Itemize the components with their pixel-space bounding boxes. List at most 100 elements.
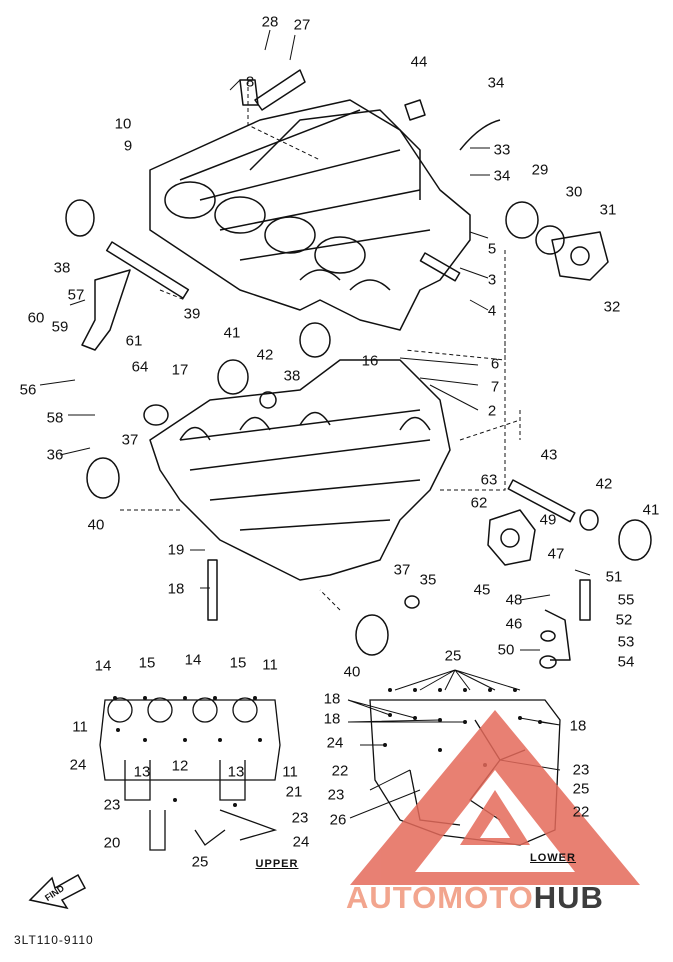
part-label: 16 bbox=[361, 352, 379, 370]
watermark-brand-part2: HUB bbox=[533, 880, 604, 915]
part-label: 36 bbox=[46, 446, 64, 464]
upper-caption: UPPER bbox=[255, 858, 299, 870]
part-label: 58 bbox=[46, 409, 64, 427]
part-label: 21 bbox=[285, 783, 303, 801]
part-label: 57 bbox=[67, 286, 85, 304]
part-label: 55 bbox=[617, 591, 635, 609]
part-label: 25 bbox=[191, 853, 209, 871]
part-label: 60 bbox=[27, 309, 45, 327]
part-label: 7 bbox=[490, 378, 500, 396]
lower-caption: LOWER bbox=[530, 852, 576, 864]
part-label: 14 bbox=[94, 657, 112, 675]
part-label: 13 bbox=[133, 763, 151, 781]
part-label: 30 bbox=[565, 183, 583, 201]
part-label: 11 bbox=[72, 718, 88, 736]
part-label: 27 bbox=[293, 16, 311, 34]
lower-bolt-dots bbox=[383, 688, 542, 767]
part-label: 22 bbox=[331, 762, 349, 780]
part-label: 44 bbox=[410, 53, 428, 71]
part-label: 9 bbox=[123, 137, 133, 155]
part-label: 38 bbox=[53, 259, 71, 277]
part-label: 11 bbox=[262, 656, 278, 674]
find-arrow-icon bbox=[28, 873, 87, 910]
part-label: 41 bbox=[223, 324, 241, 342]
part-label: 23 bbox=[327, 786, 345, 804]
part-label: 15 bbox=[138, 654, 156, 672]
part-label: 33 bbox=[493, 141, 511, 159]
part-label: 18 bbox=[167, 580, 185, 598]
part-label: 29 bbox=[531, 161, 549, 179]
part-label: 13 bbox=[227, 763, 245, 781]
upper-bolt-pattern bbox=[99, 697, 281, 851]
part-label: 45 bbox=[473, 581, 491, 599]
part-label: 40 bbox=[87, 516, 105, 534]
watermark-brand-part1: AUTOMOTO bbox=[346, 880, 534, 915]
part-label: 40 bbox=[343, 663, 361, 681]
part-label: 39 bbox=[183, 305, 201, 323]
part-label: 34 bbox=[487, 74, 505, 92]
upper-crankcase bbox=[149, 99, 471, 331]
part-label: 24 bbox=[69, 756, 87, 774]
part-label: 25 bbox=[572, 780, 590, 798]
part-label: 6 bbox=[490, 355, 500, 373]
part-label: 59 bbox=[51, 318, 69, 336]
part-label: 23 bbox=[572, 761, 590, 779]
part-label: 24 bbox=[292, 833, 310, 851]
part-label: 38 bbox=[283, 367, 301, 385]
part-label: 32 bbox=[603, 298, 621, 316]
part-label: 63 bbox=[480, 471, 498, 489]
part-label: 25 bbox=[444, 647, 462, 665]
part-label: 48 bbox=[505, 591, 523, 609]
part-label: 18 bbox=[323, 710, 341, 728]
part-label: 22 bbox=[572, 803, 590, 821]
part-label: 37 bbox=[393, 561, 411, 579]
catalog-code: 3LT110-9110 bbox=[14, 933, 94, 947]
part-label: 2 bbox=[487, 402, 497, 420]
part-label: 34 bbox=[493, 167, 511, 185]
part-label: 15 bbox=[229, 654, 247, 672]
part-label: 3 bbox=[487, 271, 497, 289]
part-label: 42 bbox=[256, 346, 274, 364]
part-label: 42 bbox=[595, 475, 613, 493]
part-label: 53 bbox=[617, 633, 635, 651]
part-label: 4 bbox=[487, 302, 497, 320]
part-label: 14 bbox=[184, 651, 202, 669]
part-label: 23 bbox=[291, 809, 309, 827]
part-label: 5 bbox=[487, 240, 497, 258]
part-label: 28 bbox=[261, 13, 279, 31]
part-label: 64 bbox=[131, 358, 149, 376]
part-label: 51 bbox=[605, 568, 623, 586]
part-label: 26 bbox=[329, 811, 347, 829]
part-label: 31 bbox=[599, 201, 617, 219]
part-label: 56 bbox=[19, 381, 37, 399]
part-label: 23 bbox=[103, 796, 121, 814]
part-label: 18 bbox=[323, 690, 341, 708]
part-label: 10 bbox=[114, 115, 132, 133]
part-label: 41 bbox=[642, 501, 660, 519]
part-label: 20 bbox=[103, 834, 121, 852]
part-label: 18 bbox=[569, 717, 587, 735]
part-label: 17 bbox=[171, 361, 189, 379]
part-label: 52 bbox=[615, 611, 633, 629]
part-label: 61 bbox=[125, 332, 143, 350]
part-label: 62 bbox=[470, 494, 488, 512]
part-label: 19 bbox=[167, 541, 185, 559]
part-label: 35 bbox=[419, 571, 437, 589]
lower-crankcase bbox=[149, 359, 451, 581]
part-label: 47 bbox=[547, 545, 565, 563]
part-label: 24 bbox=[326, 734, 344, 752]
watermark-triangle bbox=[350, 710, 640, 885]
part-label: 46 bbox=[505, 615, 523, 633]
part-label: 50 bbox=[497, 641, 515, 659]
part-label: 37 bbox=[121, 431, 139, 449]
part-label: 11 bbox=[282, 763, 298, 781]
watermark-brand: AUTOMOTOHUB bbox=[346, 880, 604, 916]
part-label: 54 bbox=[617, 653, 635, 671]
part-label: 43 bbox=[540, 446, 558, 464]
upper-bolt-dots bbox=[113, 696, 262, 807]
part-label: 8 bbox=[245, 73, 255, 91]
part-label: 49 bbox=[539, 511, 557, 529]
part-label: 12 bbox=[171, 757, 189, 775]
